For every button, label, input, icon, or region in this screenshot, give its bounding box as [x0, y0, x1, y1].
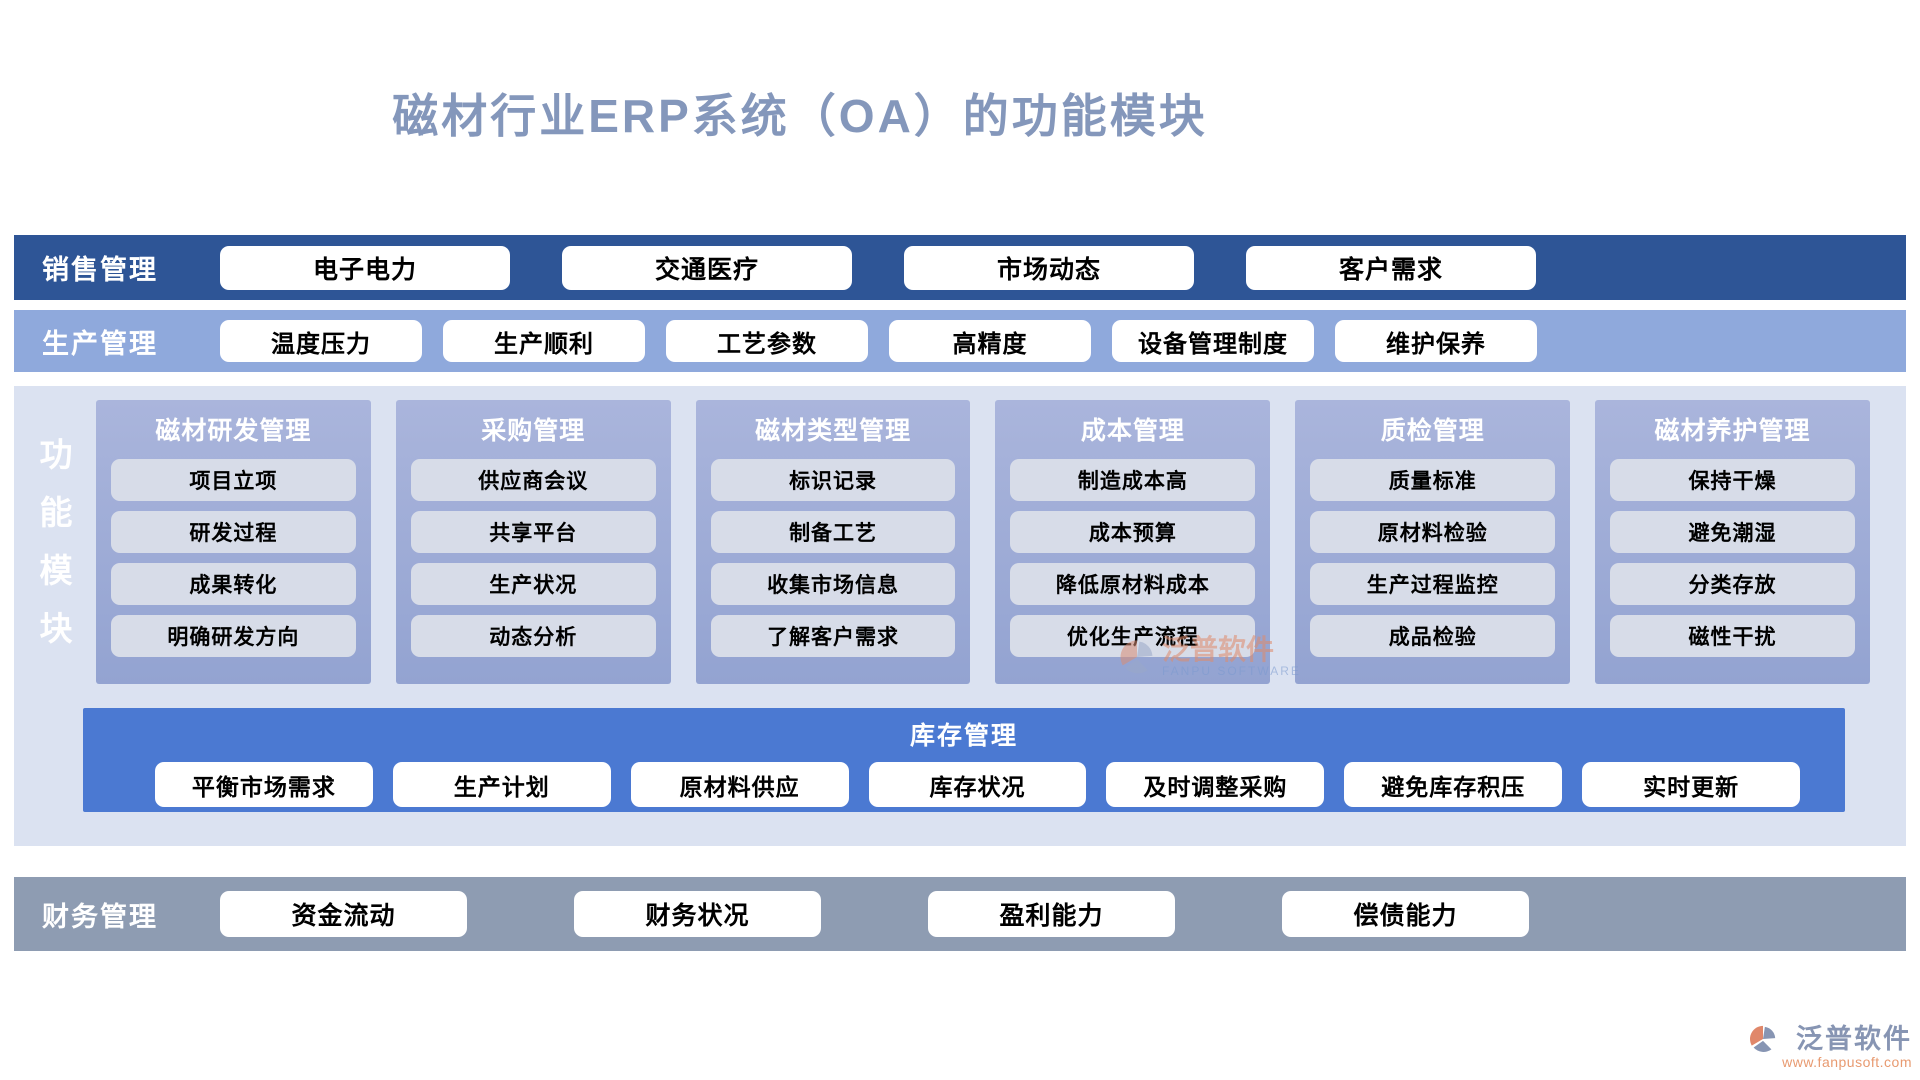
- inventory-item-button[interactable]: 库存状况: [868, 762, 1087, 807]
- module-column: 成本管理 制造成本高成本预算降低原材料成本优化生产流程: [995, 400, 1271, 684]
- module-column: 磁材养护管理 保持干燥避免潮湿分类存放磁性干扰: [1595, 400, 1870, 684]
- module-column: 磁材研发管理 项目立项研发过程成果转化明确研发方向: [96, 400, 371, 684]
- production-item-button[interactable]: 生产顺利: [443, 320, 645, 362]
- logo-name: 泛普软件: [1796, 1024, 1912, 1054]
- module-item-button[interactable]: 优化生产流程: [1010, 615, 1256, 657]
- module-item-button[interactable]: 质量标准: [1310, 459, 1556, 501]
- finance-item-button[interactable]: 偿债能力: [1282, 891, 1529, 937]
- module-item-button[interactable]: 了解客户需求: [710, 615, 956, 657]
- module-column-title: 质检管理: [1380, 417, 1485, 445]
- module-item-button[interactable]: 保持干燥: [1610, 459, 1855, 501]
- inventory-buttons: 平衡市场需求生产计划原材料供应库存状况及时调整采购避免库存积压实时更新: [83, 752, 1845, 807]
- module-column: 质检管理 质量标准原材料检验生产过程监控成品检验: [1295, 400, 1571, 684]
- production-buttons: 温度压力生产顺利工艺参数高精度设备管理制度维护保养: [220, 320, 1537, 362]
- module-item-button[interactable]: 项目立项: [111, 459, 356, 501]
- production-item-button[interactable]: 维护保养: [1335, 320, 1537, 362]
- module-item-button[interactable]: 明确研发方向: [111, 615, 356, 657]
- module-item-button[interactable]: 原材料检验: [1310, 511, 1556, 553]
- module-column-items: 供应商会议共享平台生产状况动态分析: [410, 459, 656, 657]
- module-item-button[interactable]: 制备工艺: [710, 511, 956, 553]
- module-column: 磁材类型管理 标识记录制备工艺收集市场信息了解客户需求: [695, 400, 971, 684]
- module-column-items: 制造成本高成本预算降低原材料成本优化生产流程: [1010, 459, 1256, 657]
- finance-buttons: 资金流动 财务状况 盈利能力 偿债能力: [220, 891, 1529, 937]
- sales-buttons: 电子电力 交通医疗 市场动态 客户需求: [220, 245, 1536, 290]
- module-item-button[interactable]: 成果转化: [111, 563, 356, 605]
- module-columns: 磁材研发管理 项目立项研发过程成果转化明确研发方向 采购管理 供应商会议共享平台…: [96, 400, 1870, 684]
- production-item-button[interactable]: 温度压力: [220, 320, 422, 362]
- inventory-item-button[interactable]: 原材料供应: [630, 762, 849, 807]
- module-item-button[interactable]: 生产状况: [410, 563, 656, 605]
- production-item-button[interactable]: 高精度: [889, 320, 1091, 362]
- module-item-button[interactable]: 共享平台: [410, 511, 656, 553]
- module-column-items: 保持干燥避免潮湿分类存放磁性干扰: [1610, 459, 1855, 657]
- module-column-items: 项目立项研发过程成果转化明确研发方向: [111, 459, 356, 657]
- module-column-title: 磁材研发管理: [155, 417, 312, 445]
- inventory-item-button[interactable]: 及时调整采购: [1106, 762, 1325, 807]
- sales-item-button[interactable]: 电子电力: [220, 245, 510, 290]
- module-column: 采购管理 供应商会议共享平台生产状况动态分析: [395, 400, 671, 684]
- module-item-button[interactable]: 降低原材料成本: [1010, 563, 1256, 605]
- fanpu-logo-icon: [1750, 1025, 1776, 1052]
- module-item-button[interactable]: 分类存放: [1610, 563, 1855, 605]
- fanpu-logo: 泛普软件 www.fanpusoft.com: [1748, 1024, 1912, 1070]
- inventory-title: 库存管理: [909, 722, 1018, 750]
- module-column-title: 磁材类型管理: [755, 417, 912, 445]
- module-item-button[interactable]: 成本预算: [1010, 511, 1256, 553]
- module-column-title: 成本管理: [1080, 417, 1185, 445]
- inventory-item-button[interactable]: 避免库存积压: [1344, 762, 1563, 807]
- module-item-button[interactable]: 收集市场信息: [710, 563, 956, 605]
- sales-management-band: 销售管理 电子电力 交通医疗 市场动态 客户需求: [14, 235, 1906, 300]
- module-item-button[interactable]: 供应商会议: [410, 459, 656, 501]
- logo-url[interactable]: www.fanpusoft.com: [1782, 1054, 1912, 1070]
- inventory-management-band: 库存管理 平衡市场需求生产计划原材料供应库存状况及时调整采购避免库存积压实时更新: [83, 708, 1845, 812]
- inventory-item-button[interactable]: 平衡市场需求: [155, 762, 373, 807]
- module-column-title: 磁材养护管理: [1654, 417, 1811, 445]
- finance-management-band: 财务管理 资金流动 财务状况 盈利能力 偿债能力: [14, 877, 1906, 951]
- module-item-button[interactable]: 磁性干扰: [1610, 615, 1855, 657]
- module-item-button[interactable]: 动态分析: [410, 615, 656, 657]
- inventory-item-button[interactable]: 生产计划: [392, 762, 611, 807]
- finance-item-button[interactable]: 财务状况: [574, 891, 821, 937]
- finance-item-button[interactable]: 资金流动: [220, 891, 467, 937]
- production-item-button[interactable]: 设备管理制度: [1112, 320, 1314, 362]
- sales-item-button[interactable]: 客户需求: [1246, 245, 1536, 290]
- function-modules-panel: 功能模块 磁材研发管理 项目立项研发过程成果转化明确研发方向 采购管理 供应商会…: [14, 386, 1906, 846]
- production-band-label: 生产管理: [42, 328, 158, 359]
- sales-band-label: 销售管理: [42, 255, 158, 285]
- module-item-button[interactable]: 制造成本高: [1010, 459, 1256, 501]
- sales-item-button[interactable]: 交通医疗: [562, 245, 852, 290]
- production-item-button[interactable]: 工艺参数: [666, 320, 868, 362]
- module-item-button[interactable]: 标识记录: [710, 459, 956, 501]
- module-item-button[interactable]: 成品检验: [1310, 615, 1556, 657]
- finance-band-label: 财务管理: [42, 901, 158, 932]
- module-item-button[interactable]: 研发过程: [111, 511, 356, 553]
- production-management-band: 生产管理 温度压力生产顺利工艺参数高精度设备管理制度维护保养: [14, 310, 1906, 372]
- module-item-button[interactable]: 生产过程监控: [1310, 563, 1556, 605]
- function-modules-label: 功能模块: [39, 436, 73, 647]
- sales-item-button[interactable]: 市场动态: [904, 245, 1194, 290]
- finance-item-button[interactable]: 盈利能力: [928, 891, 1175, 937]
- module-column-items: 标识记录制备工艺收集市场信息了解客户需求: [710, 459, 956, 657]
- inventory-item-button[interactable]: 实时更新: [1582, 762, 1801, 807]
- module-column-items: 质量标准原材料检验生产过程监控成品检验: [1310, 459, 1556, 657]
- page-title: 磁材行业ERP系统（OA）的功能模块: [392, 90, 1208, 142]
- module-column-title: 采购管理: [481, 417, 586, 445]
- module-item-button[interactable]: 避免潮湿: [1610, 511, 1855, 553]
